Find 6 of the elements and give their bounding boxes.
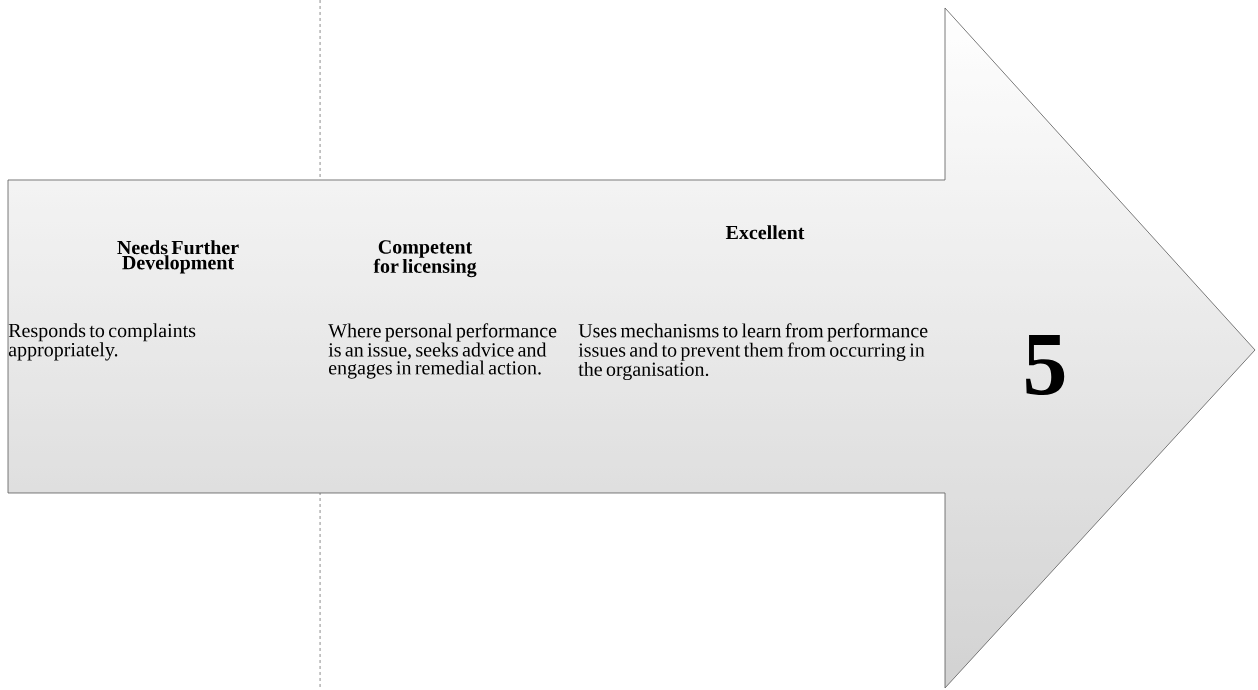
column-heading: Excellent [725,225,805,240]
column-heading: Competent for licensing [373,240,477,278]
description-text: Uses mechanisms to learn from performance issues and to prevent them from occurring in the organisation. [578,323,928,381]
column-heading: Needs Further Development [117,240,239,274]
description-text: Where personal performance is an issue, seeks advice and engages in remedial action. [328,323,557,379]
description-text: Responds to complaints appropriately. [8,323,196,361]
